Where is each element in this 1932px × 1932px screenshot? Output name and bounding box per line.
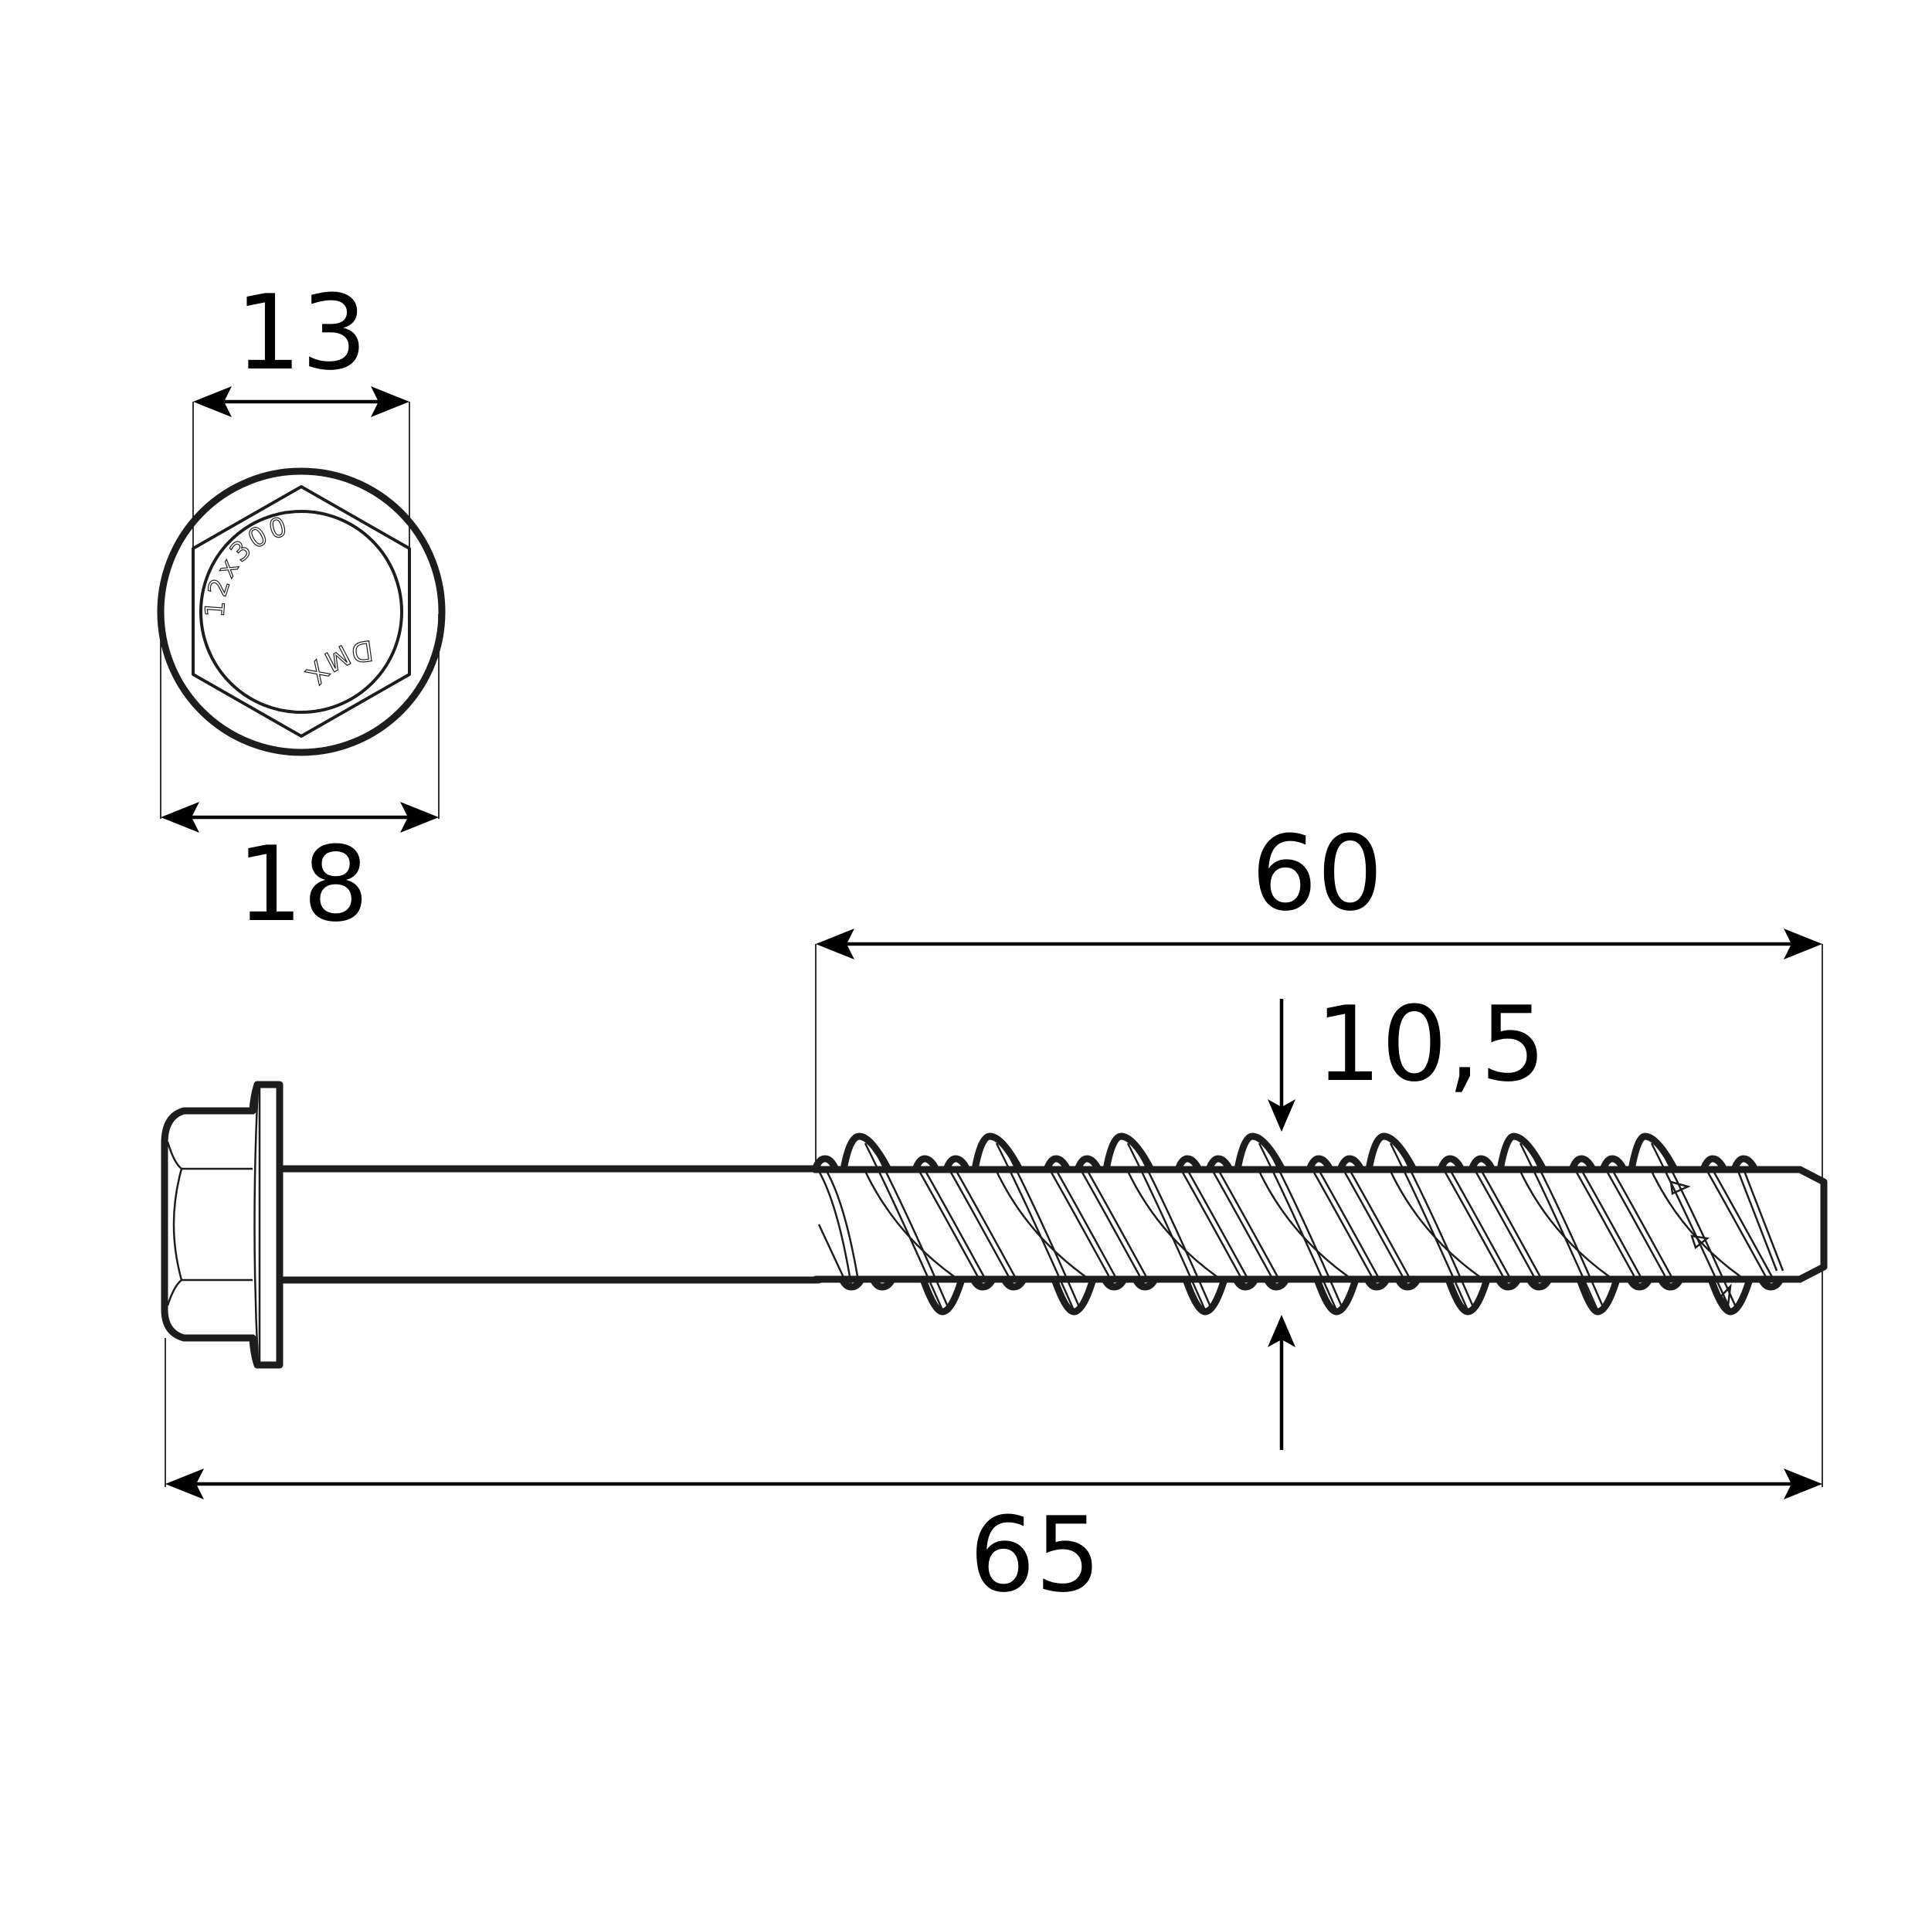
cutting-notches bbox=[1669, 1180, 1732, 1309]
hex-outline bbox=[192, 485, 411, 738]
head-marking-size: 12x300 bbox=[199, 511, 293, 619]
thread-crests-small-top bbox=[811, 1155, 1759, 1173]
dimension-13: 13 bbox=[193, 273, 409, 417]
thread-section bbox=[811, 1132, 1828, 1316]
side-view: 60 10,5 65 bbox=[161, 813, 1828, 1615]
flange-circle bbox=[157, 467, 446, 756]
dimension-label-60: 60 bbox=[1251, 813, 1384, 934]
head-face-circle bbox=[199, 510, 403, 714]
dimension-60: 60 bbox=[816, 813, 1822, 959]
flange-side bbox=[249, 1081, 284, 1369]
dimension-10-5: 10,5 bbox=[1268, 984, 1546, 1450]
thread-crests-large-bottom bbox=[919, 1275, 1754, 1316]
dimension-18: 18 bbox=[161, 802, 439, 945]
dimension-label-65: 65 bbox=[969, 1495, 1102, 1615]
dimension-label-18: 18 bbox=[237, 824, 369, 945]
head-view: 12x300 DMX 13 18 bbox=[157, 273, 446, 945]
hex-head-side bbox=[161, 1107, 256, 1342]
shank bbox=[276, 1165, 823, 1284]
head-marking-brand: DMX bbox=[294, 633, 375, 694]
dimension-label-13: 13 bbox=[236, 273, 368, 393]
dimension-65: 65 bbox=[165, 1469, 1822, 1615]
thread-helix-lines bbox=[817, 1143, 1784, 1311]
dimension-label-10-5: 10,5 bbox=[1316, 984, 1546, 1105]
thread-crests-large-top bbox=[840, 1132, 1679, 1173]
